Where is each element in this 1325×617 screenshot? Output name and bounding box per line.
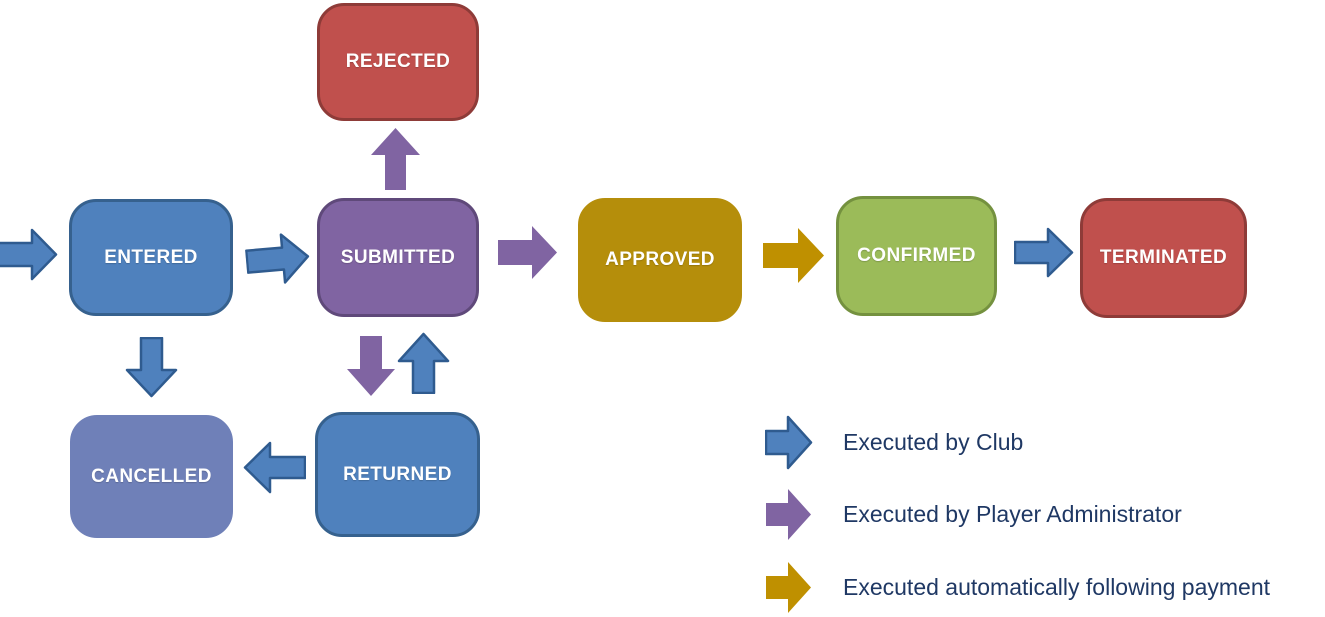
- legend-arrow-club-icon: [765, 415, 813, 470]
- legend-label-automatic-payment: Executed automatically following payment: [843, 574, 1271, 600]
- arrow-right-confirmed-to-terminated-icon: [1014, 227, 1074, 278]
- arrow-right-submitted-to-approved-icon: [498, 226, 557, 279]
- node-submitted-label: SUBMITTED: [340, 246, 456, 268]
- legend-arrow-player-admin-icon: [766, 489, 811, 540]
- node-returned: RETURNED: [315, 412, 480, 537]
- arrow-right-start-to-entered-icon: [0, 228, 58, 281]
- arrow-up-submitted-to-rejected-icon: [371, 128, 420, 190]
- node-rejected-label: REJECTED: [345, 51, 451, 72]
- legend-label-player-administrator: Executed by Player Administrator: [843, 501, 1182, 527]
- node-terminated-label: TERMINATED: [1099, 247, 1228, 268]
- legend-label-club: Executed by Club: [843, 429, 1024, 455]
- arrow-left-returned-to-cancelled-icon: [243, 441, 306, 494]
- node-entered: ENTERED: [69, 199, 233, 316]
- node-approved: APPROVED: [578, 198, 742, 322]
- arrow-right-entered-to-submitted-icon: [244, 233, 310, 284]
- legend-item-automatic-payment: Executed automatically following payment: [765, 560, 1270, 615]
- arrow-right-approved-to-confirmed-icon: [763, 228, 824, 283]
- node-approved-label: APPROVED: [605, 249, 715, 270]
- node-cancelled: CANCELLED: [70, 415, 233, 538]
- legend-item-club: Executed by Club: [765, 415, 1023, 470]
- node-rejected: REJECTED: [317, 3, 479, 121]
- node-submitted: SUBMITTED: [317, 198, 479, 317]
- node-cancelled-label: CANCELLED: [91, 465, 212, 487]
- node-terminated: TERMINATED: [1080, 198, 1247, 318]
- arrow-up-returned-to-submitted-icon: [397, 332, 450, 394]
- node-entered-label: ENTERED: [104, 246, 198, 268]
- arrow-down-submitted-to-returned-icon: [347, 336, 395, 396]
- arrow-down-entered-to-cancelled-icon: [125, 337, 178, 398]
- node-confirmed: CONFIRMED: [836, 196, 997, 316]
- node-returned-label: RETURNED: [343, 463, 452, 485]
- legend-arrow-automatic-icon: [766, 562, 811, 613]
- node-confirmed-label: CONFIRMED: [857, 245, 976, 266]
- legend-item-player-administrator: Executed by Player Administrator: [765, 487, 1182, 542]
